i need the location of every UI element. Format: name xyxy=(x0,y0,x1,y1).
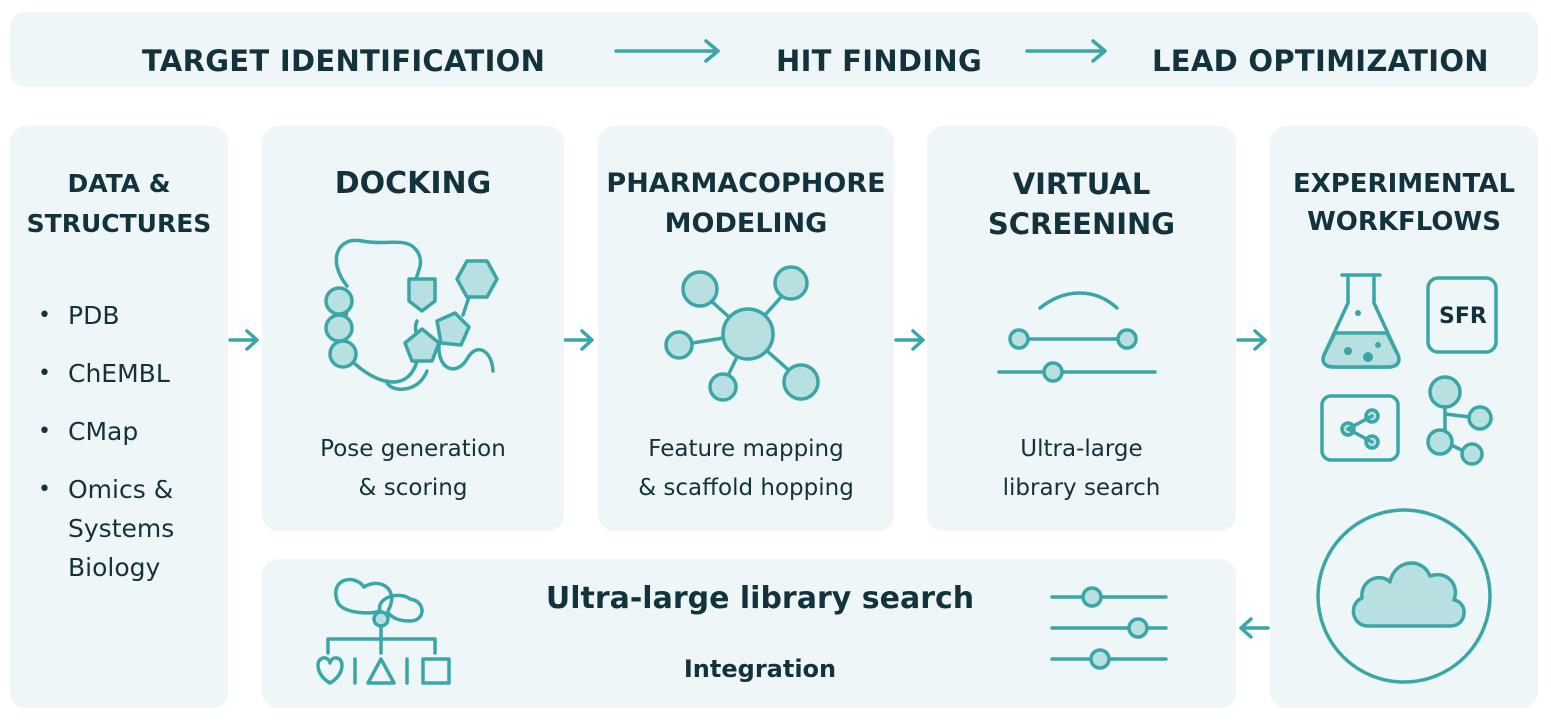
virtual-screening-title-line2: SCREENING xyxy=(987,207,1176,241)
sfr-badge-frame xyxy=(1426,276,1498,354)
virtual-screening-title-line1: VIRTUAL xyxy=(1012,167,1151,201)
list-item: CMap xyxy=(32,412,174,451)
phase-lead-optimization: LEAD OPTIMIZATION xyxy=(1152,44,1489,78)
arrow-right-icon xyxy=(1236,329,1267,351)
data-structures-title-line1: DATA & xyxy=(67,169,171,198)
arrow-right-icon xyxy=(614,39,720,63)
experimental-title-line2: WORKFLOWS xyxy=(1307,207,1501,237)
integration-panel: Ultra-large library search Integration xyxy=(262,559,1236,708)
slider-filter-icon xyxy=(997,291,1157,383)
integration-subtitle: Integration xyxy=(683,655,837,683)
pharmacophore-title-line1: PHARMACOPHORE xyxy=(606,168,886,199)
arrow-left-icon xyxy=(1239,617,1270,639)
pharmacophore-desc-line2: & scaffold hopping xyxy=(638,475,854,501)
protein-ligand-docking-icon xyxy=(324,238,499,391)
sfr-badge: SFR xyxy=(1439,304,1487,329)
docking-desc-line1: Pose generation xyxy=(320,436,506,462)
arrow-right-icon xyxy=(894,329,925,351)
data-structures-title-line2: STRUCTURES xyxy=(26,209,212,238)
list-item: ChEMBL xyxy=(32,354,174,393)
data-structures-panel: DATA & STRUCTURES PDB ChEMBL CMap Omics … xyxy=(10,126,228,708)
virtual-screening-panel: VIRTUAL SCREENING Ultra-large library se… xyxy=(927,126,1236,531)
virtual-screening-desc-line2: library search xyxy=(1002,475,1161,501)
docking-panel: DOCKING Pose generation & scoring xyxy=(262,126,564,531)
arrow-right-icon xyxy=(563,329,594,351)
share-icon xyxy=(1320,394,1400,462)
experimental-title-line1: EXPERIMENTAL xyxy=(1292,169,1516,199)
data-sources-list: PDB ChEMBL CMap Omics & Systems Biology xyxy=(32,296,174,606)
phase-target-identification: TARGET IDENTIFICATION xyxy=(142,44,546,78)
node-graph-icon xyxy=(1426,375,1493,466)
list-item: Omics & Systems Biology xyxy=(32,470,174,587)
molecule-network-icon xyxy=(664,265,820,402)
cloud-icon xyxy=(1316,508,1492,684)
arrow-right-icon xyxy=(1025,39,1107,63)
pharmacophore-desc-line1: Feature mapping xyxy=(648,436,844,462)
experimental-workflows-panel: EXPERIMENTAL WORKFLOWS SFR xyxy=(1270,126,1538,708)
pharmacophore-title-line2: MODELING xyxy=(664,208,828,239)
pharmacophore-panel: PHARMACOPHORE MODELING Feature mapping &… xyxy=(598,126,894,531)
phase-hit-finding: HIT FINDING xyxy=(776,44,983,78)
virtual-screening-desc-line1: Ultra-large xyxy=(1020,436,1143,462)
hierarchy-icon xyxy=(316,577,451,685)
phase-banner: TARGET IDENTIFICATION HIT FINDING LEAD O… xyxy=(10,12,1538,87)
integration-title: Ultra-large library search xyxy=(545,581,975,616)
sliders-icon xyxy=(1050,586,1168,670)
docking-title: DOCKING xyxy=(334,166,492,201)
list-item: PDB xyxy=(32,296,174,335)
arrow-right-icon xyxy=(228,329,259,351)
flask-icon xyxy=(1321,273,1401,369)
docking-desc-line2: & scoring xyxy=(358,475,468,501)
